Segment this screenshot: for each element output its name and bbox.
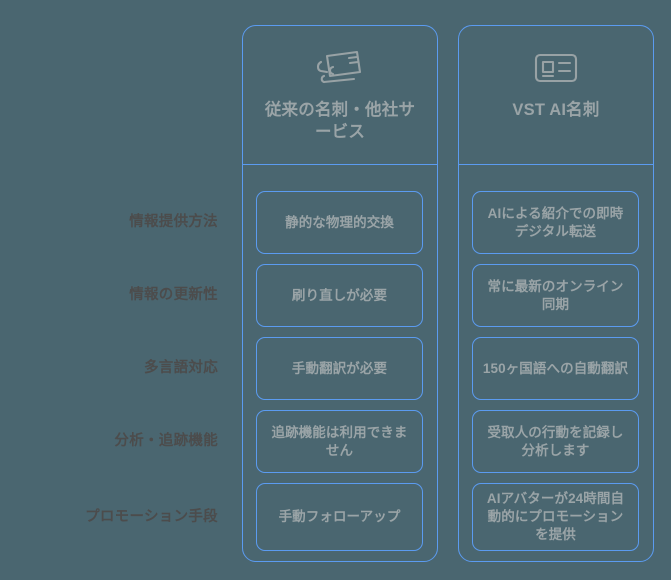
cell-vst-0: AIによる紹介での即時デジタル転送 [472, 191, 639, 254]
cell-legacy-3-text: 追跡機能は利用できません [271, 424, 408, 458]
cell-legacy-1-text: 刷り直しが必要 [291, 287, 388, 303]
column-vst-header: VST AI名刺 [459, 26, 653, 165]
cell-vst-4: AIアバターが24時間自動的にプロモーションを提供 [472, 483, 639, 551]
row-label-4: プロモーション手段 [85, 509, 218, 525]
cell-legacy-1: 刷り直しが必要 [256, 264, 423, 327]
column-vst-body: AIによる紹介での即時デジタル転送 常に最新のオンライン同期 150ヶ国語への自… [459, 165, 653, 563]
column-vst: VST AI名刺 AIによる紹介での即時デジタル転送 常に最新のオンライン同期 … [458, 25, 654, 562]
cell-legacy-2: 手動翻訳が必要 [256, 337, 423, 400]
row-label-3: 分析・追跡機能 [114, 433, 218, 449]
column-legacy-header: 従来の名刺・他社サービス [243, 26, 437, 165]
cell-vst-3-text: 受取人の行動を記録し分析します [487, 424, 624, 458]
column-vst-title: VST AI名刺 [512, 101, 600, 119]
cell-vst-2: 150ヶ国語への自動翻訳 [472, 337, 639, 400]
column-legacy: 従来の名刺・他社サービス 静的な物理的交換 刷り直しが必要 手動翻訳が必要 追跡… [242, 25, 438, 562]
cell-legacy-4-text: 手動フォローアップ [278, 509, 401, 525]
cell-legacy-4: 手動フォローアップ [256, 483, 423, 551]
row-label-2: 多言語対応 [144, 360, 218, 376]
cell-vst-0-text: AIによる紹介での即時デジタル転送 [487, 205, 624, 239]
column-legacy-title: 従来の名刺・他社サービス [264, 101, 416, 142]
stacked-business-cards-icon [313, 45, 367, 91]
row-label-0: 情報提供方法 [129, 214, 218, 230]
column-legacy-body: 静的な物理的交換 刷り直しが必要 手動翻訳が必要 追跡機能は利用できません 手動… [243, 165, 437, 563]
row-label-1: 情報の更新性 [129, 287, 218, 303]
row-label-column: 情報提供方法 情報の更新性 多言語対応 分析・追跡機能 プロモーション手段 [0, 165, 232, 565]
cell-legacy-3: 追跡機能は利用できません [256, 410, 423, 473]
cell-legacy-2-text: 手動翻訳が必要 [291, 360, 388, 376]
cell-vst-1: 常に最新のオンライン同期 [472, 264, 639, 327]
cell-vst-1-text: 常に最新のオンライン同期 [487, 278, 624, 312]
cell-legacy-0-text: 静的な物理的交換 [285, 214, 394, 230]
cell-vst-3: 受取人の行動を記録し分析します [472, 410, 639, 473]
cell-vst-2-text: 150ヶ国語への自動翻訳 [482, 360, 629, 376]
cell-legacy-0: 静的な物理的交換 [256, 191, 423, 254]
cell-vst-4-text: AIアバターが24時間自動的にプロモーションを提供 [486, 491, 625, 542]
digital-business-card-icon [532, 45, 580, 91]
